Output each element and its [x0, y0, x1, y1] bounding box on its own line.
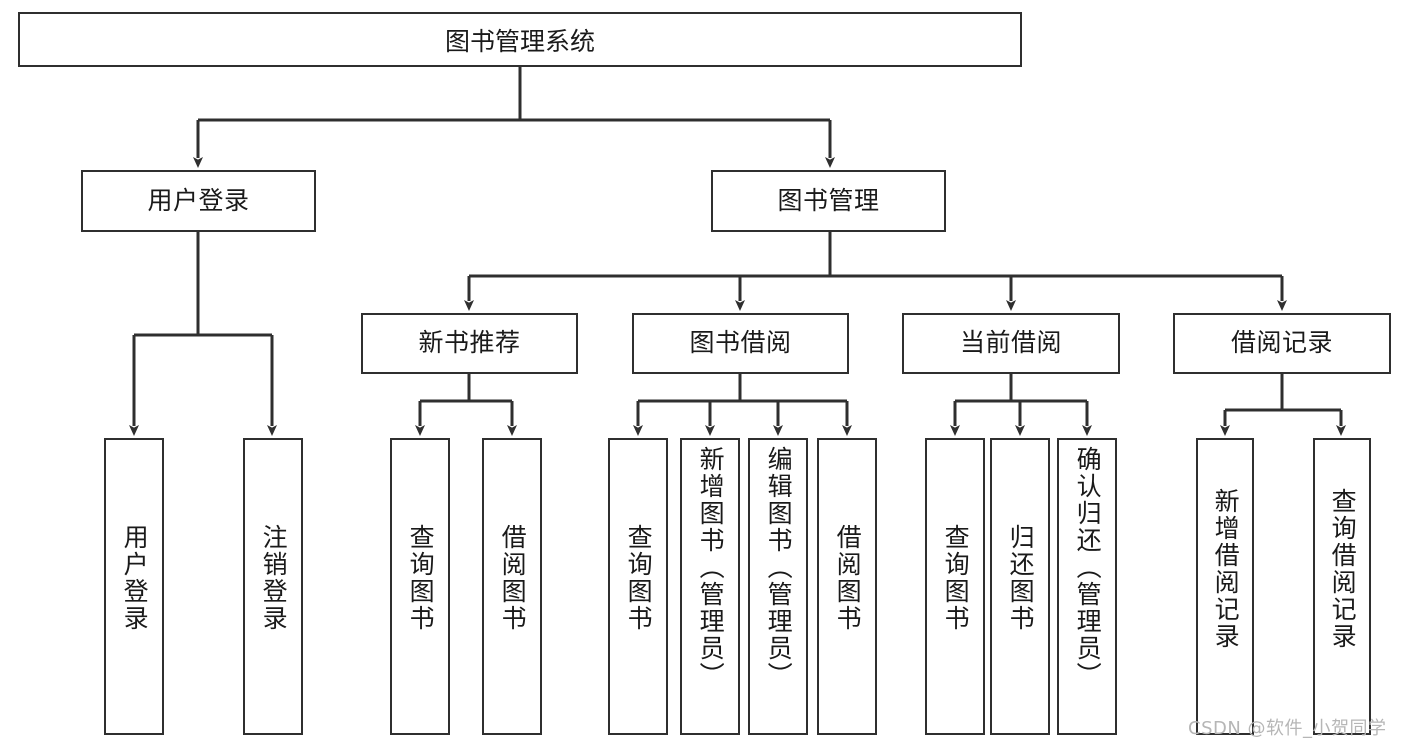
leaf-borrow-book-2[interactable]: 借阅图书	[817, 438, 877, 735]
node-root[interactable]: 图书管理系统	[18, 12, 1022, 67]
leaf-borrow-book-1-label: 借阅图书	[498, 524, 528, 632]
node-book-borrow-label: 图书借阅	[689, 328, 792, 358]
leaf-query-book-1[interactable]: 查询图书	[390, 438, 450, 735]
leaf-add-book[interactable]: 新增图书（管理员）	[680, 438, 740, 735]
leaf-return-book[interactable]: 归还图书	[990, 438, 1050, 735]
leaf-user-login[interactable]: 用户登录	[104, 438, 164, 735]
leaf-query-borrow-record-label: 查询借阅记录	[1328, 488, 1358, 650]
leaf-edit-book-label: 编辑图书（管理员）	[764, 446, 794, 689]
leaf-edit-book[interactable]: 编辑图书（管理员）	[748, 438, 808, 735]
leaf-confirm-return[interactable]: 确认归还（管理员）	[1057, 438, 1117, 735]
leaf-query-book-2[interactable]: 查询图书	[608, 438, 668, 735]
leaf-confirm-return-label: 确认归还（管理员）	[1073, 446, 1103, 689]
node-user-login[interactable]: 用户登录	[81, 170, 316, 232]
node-book-management[interactable]: 图书管理	[711, 170, 946, 232]
leaf-add-borrow-record-label: 新增借阅记录	[1211, 488, 1241, 650]
node-current-borrow[interactable]: 当前借阅	[902, 313, 1120, 374]
leaf-add-book-label: 新增图书（管理员）	[696, 446, 726, 689]
leaf-add-borrow-record[interactable]: 新增借阅记录	[1196, 438, 1254, 735]
node-user-login-label: 用户登录	[147, 185, 250, 215]
leaf-query-book-3-label: 查询图书	[941, 524, 971, 632]
leaf-query-book-3[interactable]: 查询图书	[925, 438, 985, 735]
leaf-user-login-label: 用户登录	[120, 524, 150, 632]
leaf-borrow-book-1[interactable]: 借阅图书	[482, 438, 542, 735]
node-borrow-record-label: 借阅记录	[1230, 328, 1333, 358]
leaf-logout-login[interactable]: 注销登录	[243, 438, 303, 735]
leaf-query-book-2-label: 查询图书	[624, 524, 654, 632]
leaf-borrow-book-2-label: 借阅图书	[833, 524, 863, 632]
node-borrow-record[interactable]: 借阅记录	[1173, 313, 1391, 374]
node-new-book-recommend[interactable]: 新书推荐	[361, 313, 578, 374]
node-book-borrow[interactable]: 图书借阅	[632, 313, 849, 374]
watermark: CSDN @软件_小贺同学	[1188, 718, 1387, 739]
leaf-query-borrow-record[interactable]: 查询借阅记录	[1313, 438, 1371, 735]
node-new-book-recommend-label: 新书推荐	[418, 328, 521, 358]
node-root-label: 图书管理系统	[444, 26, 595, 56]
node-book-management-label: 图书管理	[777, 185, 880, 215]
leaf-return-book-label: 归还图书	[1006, 524, 1036, 632]
leaf-query-book-1-label: 查询图书	[406, 524, 436, 632]
leaf-logout-login-label: 注销登录	[259, 524, 289, 632]
node-current-borrow-label: 当前借阅	[959, 328, 1062, 358]
